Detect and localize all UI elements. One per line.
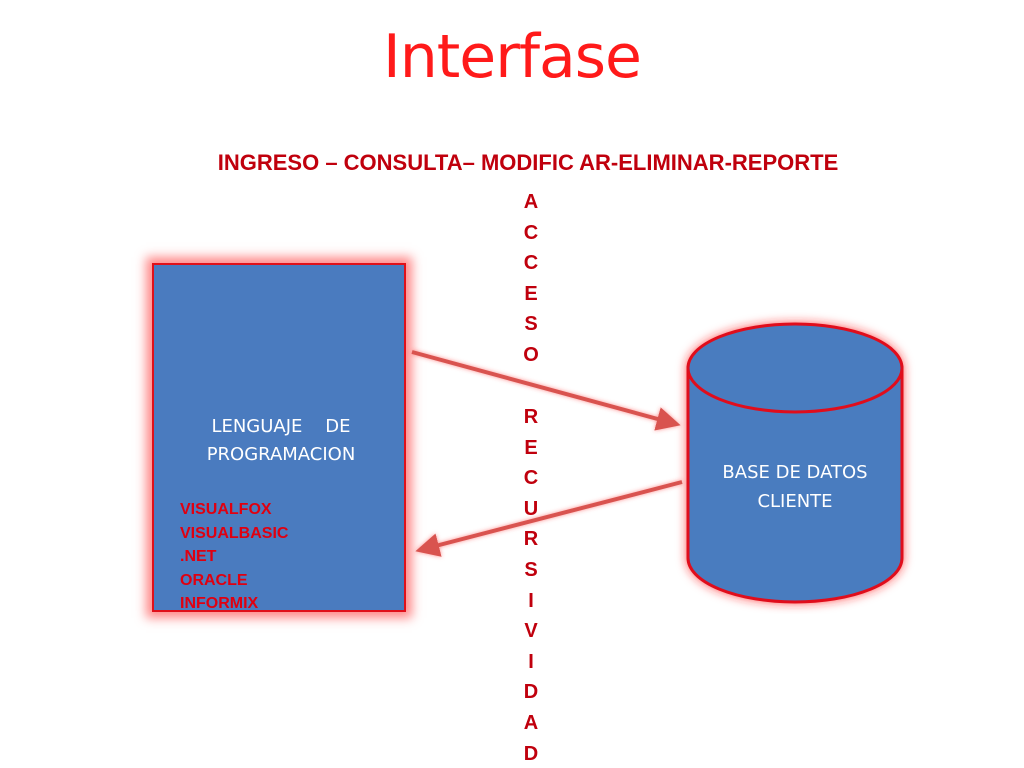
recursividad-letter: D (523, 742, 539, 765)
operations-subtitle: INGRESO – CONSULTA– MODIFIC AR-ELIMINAR-… (217, 150, 839, 175)
language-item: VISUALFOX (180, 501, 272, 518)
language-list: VISUALFOX VISUALBASIC .NET ORACLE INFORM… (180, 498, 288, 616)
recursividad-letter: E (524, 436, 538, 459)
recursividad-letter: R (523, 406, 539, 428)
recursividad-letter: I (528, 589, 534, 612)
database-label-line: CLIENTE (757, 491, 833, 512)
language-item: ORACLE (180, 571, 248, 589)
recursividad-letter: U (523, 497, 539, 520)
language-item: VISUALBASIC (180, 524, 289, 542)
recursividad-letter: R (523, 528, 539, 551)
vertical-word-recursividad: R E C U R S I V I D A D (516, 402, 546, 768)
acceso-letter: O (523, 343, 539, 366)
database-cylinder (686, 322, 904, 604)
acceso-letter: C (523, 221, 539, 244)
language-item: .NET (180, 548, 217, 565)
language-title-line: LENGUAJE DE (211, 416, 351, 437)
acceso-letter: E (524, 282, 538, 305)
acceso-letter: S (524, 313, 538, 336)
language-title-line: PROGRAMACION (206, 444, 356, 465)
language-item: INFORMIX (180, 595, 259, 612)
acceso-letter: C (523, 252, 539, 275)
recursividad-letter: D (523, 681, 539, 704)
acceso-letter: A (523, 191, 539, 213)
recursividad-letter: C (523, 467, 539, 490)
slide-title: Interfase (383, 22, 642, 92)
recursividad-letter: A (523, 711, 539, 734)
recursividad-letter: I (528, 650, 534, 673)
arrow-to-language (415, 480, 683, 557)
recursividad-letter: S (524, 558, 538, 581)
database-label: BASE DE DATOS CLIENTE (686, 458, 904, 516)
cylinder-body (686, 366, 904, 604)
language-box-title: LENGUAJE DE PROGRAMACION (154, 413, 408, 469)
recursividad-letter: V (524, 620, 538, 643)
programming-language-box: LENGUAJE DE PROGRAMACION VISUALFOX VISUA… (152, 263, 406, 612)
database-label-line: BASE DE DATOS (722, 462, 868, 483)
cylinder-top (686, 322, 904, 414)
vertical-word-acceso: A C C E S O (516, 187, 546, 371)
